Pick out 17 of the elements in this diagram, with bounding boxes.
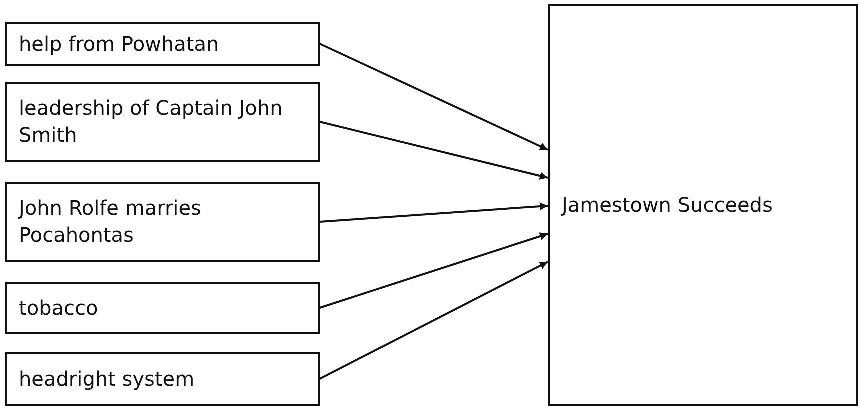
box-text: John Rolfe marries Pocahontas — [19, 195, 202, 249]
box-text: tobacco — [19, 294, 98, 322]
arrow — [320, 261, 548, 380]
cause-box — [5, 352, 320, 406]
cause-box — [5, 282, 320, 334]
cause-box — [5, 22, 320, 66]
arrow — [320, 43, 548, 151]
cause-box — [5, 182, 320, 262]
arrow — [320, 121, 548, 180]
box-text: headright system — [19, 366, 195, 392]
box-text: help from Powhatan — [19, 30, 220, 58]
arrow — [320, 202, 548, 223]
cause-box — [5, 82, 320, 162]
box-text: Jamestown Succeeds — [562, 192, 773, 218]
arrow — [320, 232, 548, 309]
outcome-box — [548, 4, 858, 406]
box-text: leadership of Captain John Smith — [19, 95, 284, 149]
